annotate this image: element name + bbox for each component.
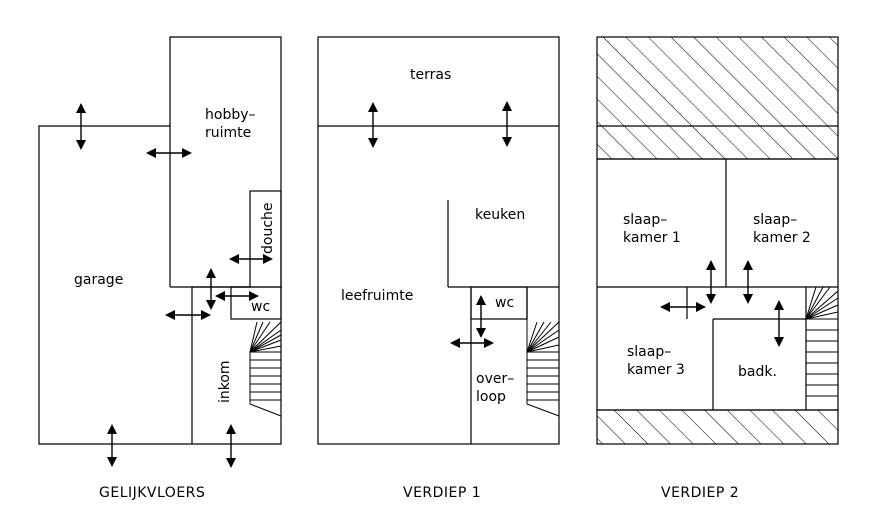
- door-arrow-icon: [146, 148, 192, 158]
- first-staircase: [526, 319, 560, 417]
- door-arrow-icon: [229, 254, 273, 264]
- ground-staircase: [249, 321, 282, 417]
- ground-floor-plan: hobby– ruimte douche garage wc inkom GEL…: [38, 36, 282, 501]
- hatched-balcony-area: [596, 409, 839, 445]
- second-floor-plan: slaap– kamer 1 slaap– kamer 2 slaap– kam…: [596, 36, 839, 501]
- floor-title-first: VERDIEP 1: [403, 485, 481, 501]
- room-label-overloop-2: loop: [476, 389, 506, 405]
- room-label-terras: terras: [410, 67, 451, 83]
- room-label-douche: douche: [260, 202, 276, 254]
- door-arrow-icon: [226, 424, 236, 468]
- floor-title-ground: GELIJKVLOERS: [99, 485, 205, 501]
- room-label-hobby-2: ruimte: [205, 125, 251, 141]
- room-label-slaapkamer3-1: slaap–: [627, 344, 671, 360]
- second-staircase: [805, 286, 839, 397]
- room-label-slaapkamer1-2: kamer 1: [623, 230, 681, 246]
- room-label-overloop-1: over–: [476, 371, 514, 387]
- hatched-roof-area: [596, 36, 839, 160]
- room-label-garage: garage: [74, 272, 123, 288]
- door-arrow-icon: [660, 302, 706, 312]
- door-arrow-icon: [107, 424, 117, 467]
- room-label-slaapkamer1-1: slaap–: [623, 212, 667, 228]
- room-label-badk: badk.: [738, 364, 777, 380]
- door-arrow-icon: [706, 260, 716, 304]
- door-arrow-icon: [774, 300, 784, 347]
- room-label-slaapkamer3-2: kamer 3: [627, 362, 685, 378]
- door-arrow-icon: [368, 102, 378, 148]
- door-arrow-icon: [450, 338, 494, 348]
- room-label-slaapkamer2-1: slaap–: [753, 212, 797, 228]
- door-arrow-icon: [476, 295, 486, 338]
- room-label-wc-first: wc: [495, 295, 514, 311]
- door-arrow-icon: [743, 260, 753, 304]
- room-label-wc-ground: wc: [251, 299, 270, 315]
- room-label-inkom: inkom: [217, 360, 233, 403]
- first-floor-plan: terras keuken leefruimte wc over– loop V…: [317, 36, 560, 501]
- floor-title-second: VERDIEP 2: [661, 485, 739, 501]
- second-floor-outline: [596, 158, 839, 411]
- room-label-keuken: keuken: [475, 207, 525, 223]
- room-label-leefruimte: leefruimte: [341, 288, 413, 304]
- room-label-hobby-1: hobby–: [205, 107, 256, 123]
- ground-floor-outline: [38, 36, 282, 445]
- door-arrow-icon: [165, 310, 211, 320]
- door-arrow-icon: [206, 268, 216, 310]
- door-arrow-icon: [502, 101, 512, 147]
- door-arrow-icon: [215, 291, 259, 301]
- door-arrow-icon: [76, 103, 86, 150]
- room-label-slaapkamer2-2: kamer 2: [753, 230, 811, 246]
- wc-cabin: [230, 286, 282, 320]
- first-floor-outline: [317, 36, 560, 445]
